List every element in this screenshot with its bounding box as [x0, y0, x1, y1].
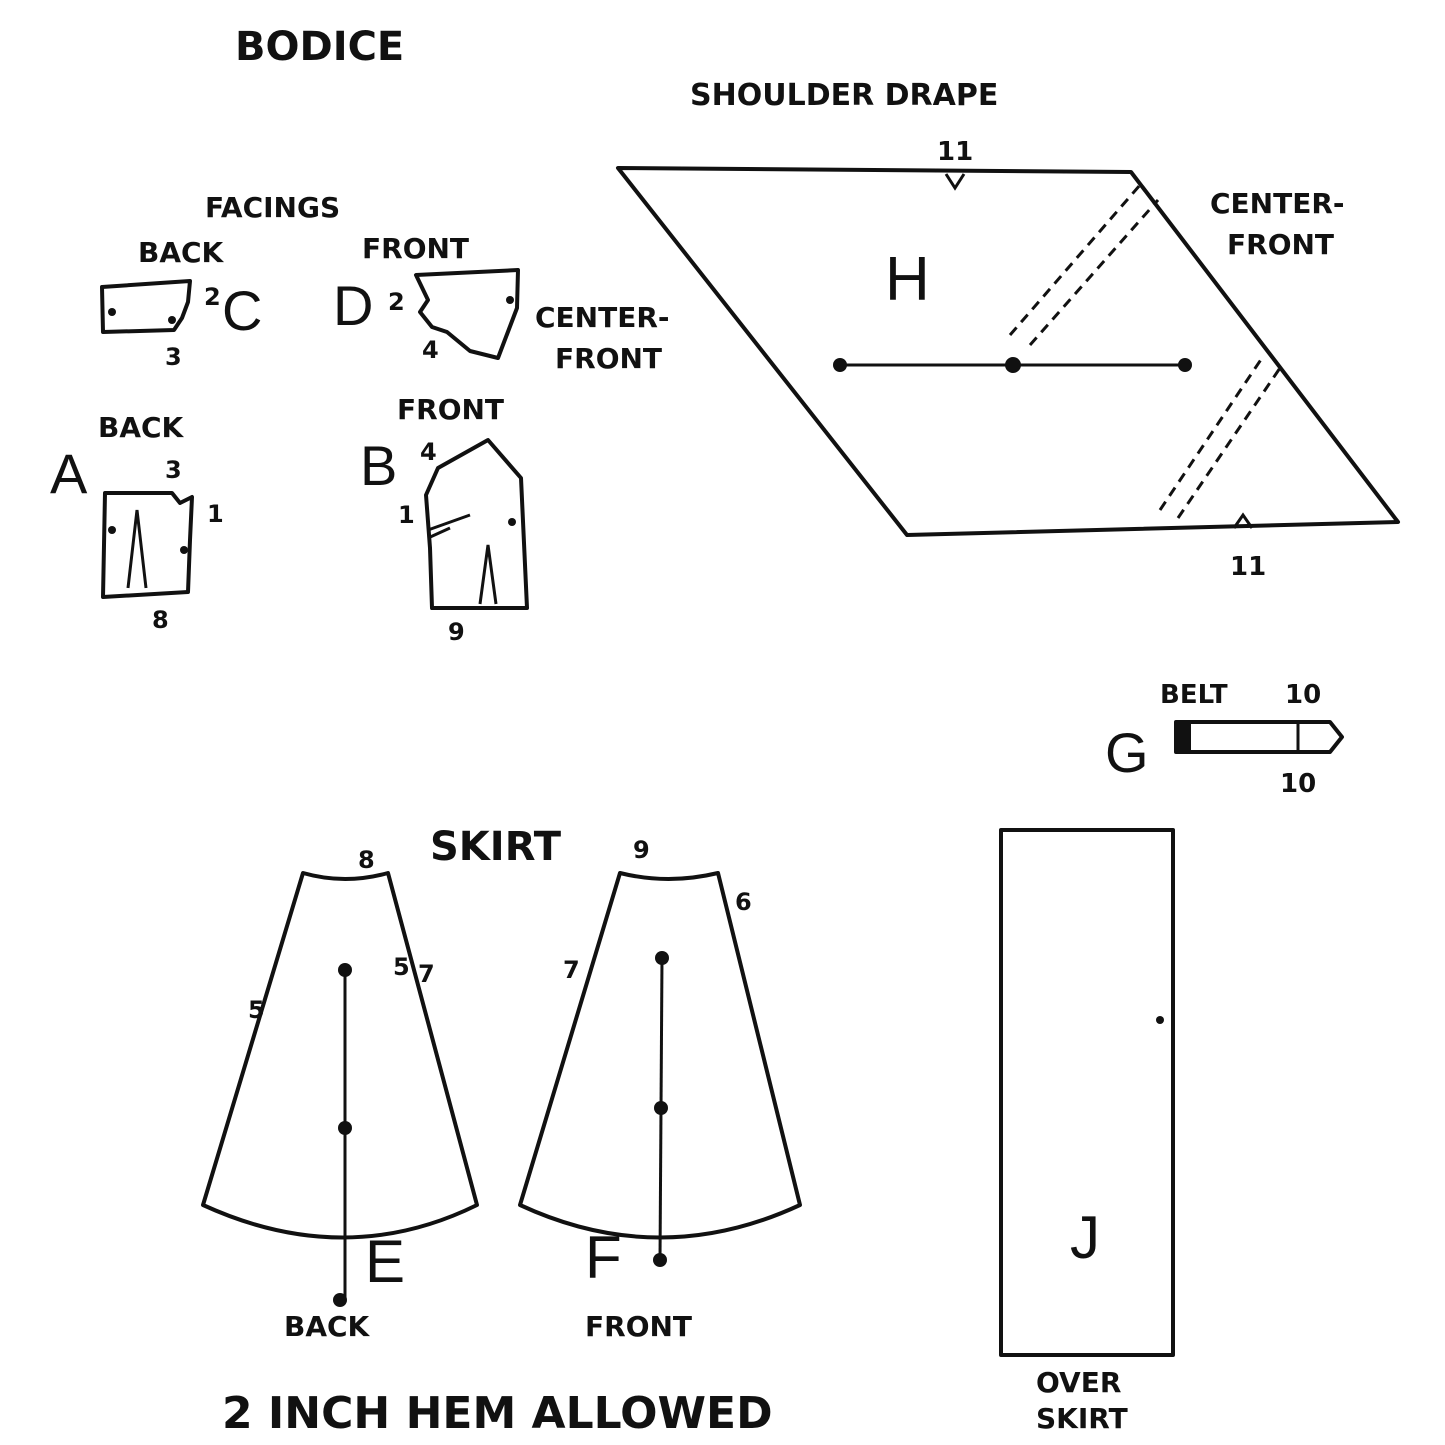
piece-a-mark-3: 3 [165, 456, 182, 484]
piece-h-letter: H [885, 245, 930, 314]
piece-b-mark-1: 1 [398, 501, 415, 529]
piece-e-mark-5-right: 5 [393, 953, 410, 981]
piece-a-notch [108, 526, 116, 534]
piece-f-mark-9: 9 [633, 836, 650, 864]
piece-g-mark-10-bottom: 10 [1280, 769, 1316, 799]
piece-j-label-2: SKIRT [1036, 1402, 1128, 1435]
piece-e-outline [201, 871, 479, 1240]
piece-g-label: BELT [1160, 680, 1228, 710]
piece-h-mark-11-bottom: 11 [1230, 552, 1266, 582]
piece-d-letter: D [333, 274, 373, 337]
piece-h-fold-line [1008, 184, 1142, 336]
piece-j-label-1: OVER [1036, 1366, 1121, 1399]
piece-j-outline [999, 828, 1175, 1357]
shoulder-drape-title: SHOULDER DRAPE [690, 78, 998, 113]
piece-f-grain-dot [655, 951, 669, 965]
piece-b-notch [508, 518, 516, 526]
facings-title: FACINGS [205, 191, 340, 224]
piece-b-letter: B [360, 434, 397, 497]
piece-c-notch [168, 316, 176, 324]
piece-h-fold-line [1176, 367, 1282, 519]
piece-b-dart-side [427, 513, 471, 540]
piece-h-mark-11-top: 11 [937, 137, 973, 167]
piece-d-front-facing: FRONT D 2 4 CENTER- FRONT [333, 232, 670, 375]
piece-h-shoulder-drape: 11 H CENTER- FRONT 11 [616, 137, 1400, 582]
skirt-title: SKIRT [430, 824, 562, 870]
piece-g-belt: BELT 10 G 10 [1105, 680, 1344, 799]
piece-b-label: FRONT [397, 393, 504, 426]
piece-g-mark-10-top: 10 [1285, 680, 1321, 710]
piece-h-grain-dot [1005, 357, 1021, 373]
piece-c-letter: C [222, 279, 262, 342]
piece-a-mark-1: 1 [207, 500, 224, 528]
piece-h-center-front-2: FRONT [1227, 228, 1334, 261]
piece-c-mark-3: 3 [165, 343, 182, 371]
piece-d-label: FRONT [362, 232, 469, 265]
piece-h-grain-dot [1178, 358, 1192, 372]
piece-e-skirt-back: 8 5 5 7 E BACK [201, 846, 479, 1343]
piece-e-label: BACK [284, 1310, 371, 1343]
piece-c-notch [108, 308, 116, 316]
piece-e-grain-dot [338, 963, 352, 977]
piece-h-grain-dot [833, 358, 847, 372]
piece-e-grain-dot [333, 1293, 347, 1307]
piece-h-center-front-1: CENTER- [1210, 187, 1345, 220]
piece-e-grain-dot [338, 1121, 352, 1135]
piece-b-outline [424, 438, 529, 610]
piece-a-outline [101, 491, 194, 599]
piece-h-fold-line [1028, 199, 1160, 346]
piece-a-label: BACK [98, 411, 185, 444]
piece-f-skirt-front: 9 6 7 F FRONT [518, 836, 802, 1343]
piece-b-mark-9: 9 [448, 618, 465, 646]
piece-d-outline [414, 268, 520, 360]
piece-a-mark-8: 8 [152, 606, 169, 634]
piece-b-mark-4: 4 [420, 438, 437, 466]
piece-h-notch-top [944, 173, 966, 191]
piece-g-letter: G [1105, 721, 1149, 784]
bodice-title: BODICE [235, 24, 404, 70]
piece-d-mark-4: 4 [422, 336, 439, 364]
piece-e-mark-8: 8 [358, 846, 375, 874]
piece-e-mark-7: 7 [418, 960, 435, 988]
piece-a-back-bodice: BACK A 3 1 8 [50, 411, 224, 634]
piece-c-back-facing: BACK 2 C 3 [100, 236, 262, 371]
piece-f-grain-dot [653, 1253, 667, 1267]
piece-c-mark-2: 2 [204, 283, 221, 311]
piece-h-fold-line [1158, 357, 1264, 511]
piece-f-label: FRONT [585, 1310, 692, 1343]
piece-b-dart-waist [478, 544, 498, 605]
piece-j-notch [1156, 1016, 1164, 1024]
piece-a-letter: A [50, 442, 88, 505]
piece-c-outline [100, 279, 192, 334]
piece-a-notch [180, 546, 188, 554]
piece-f-mark-6: 6 [735, 888, 752, 916]
piece-g-fold-end [1177, 723, 1191, 751]
piece-b-front-bodice: FRONT B 4 1 9 [360, 393, 529, 646]
piece-f-outline [518, 871, 802, 1240]
piece-e-mark-5-left: 5 [248, 996, 265, 1024]
piece-h-outline [616, 166, 1400, 537]
piece-j-letter: J [1070, 1204, 1100, 1271]
piece-f-grain-dot [654, 1101, 668, 1115]
piece-a-dart [126, 509, 148, 589]
piece-d-center-front-2: FRONT [555, 342, 662, 375]
piece-d-notch [506, 296, 514, 304]
piece-g-outline [1174, 720, 1344, 754]
piece-c-label: BACK [138, 236, 225, 269]
piece-e-letter: E [365, 1228, 405, 1295]
piece-d-mark-2: 2 [388, 288, 405, 316]
hem-note: 2 INCH HEM ALLOWED [222, 1388, 773, 1439]
piece-f-mark-7: 7 [563, 956, 580, 984]
piece-h-notch-bottom [1232, 512, 1254, 529]
piece-d-center-front-1: CENTER- [535, 301, 670, 334]
piece-j-over-skirt: J OVER SKIRT [999, 828, 1175, 1435]
piece-f-letter: F [585, 1224, 622, 1291]
